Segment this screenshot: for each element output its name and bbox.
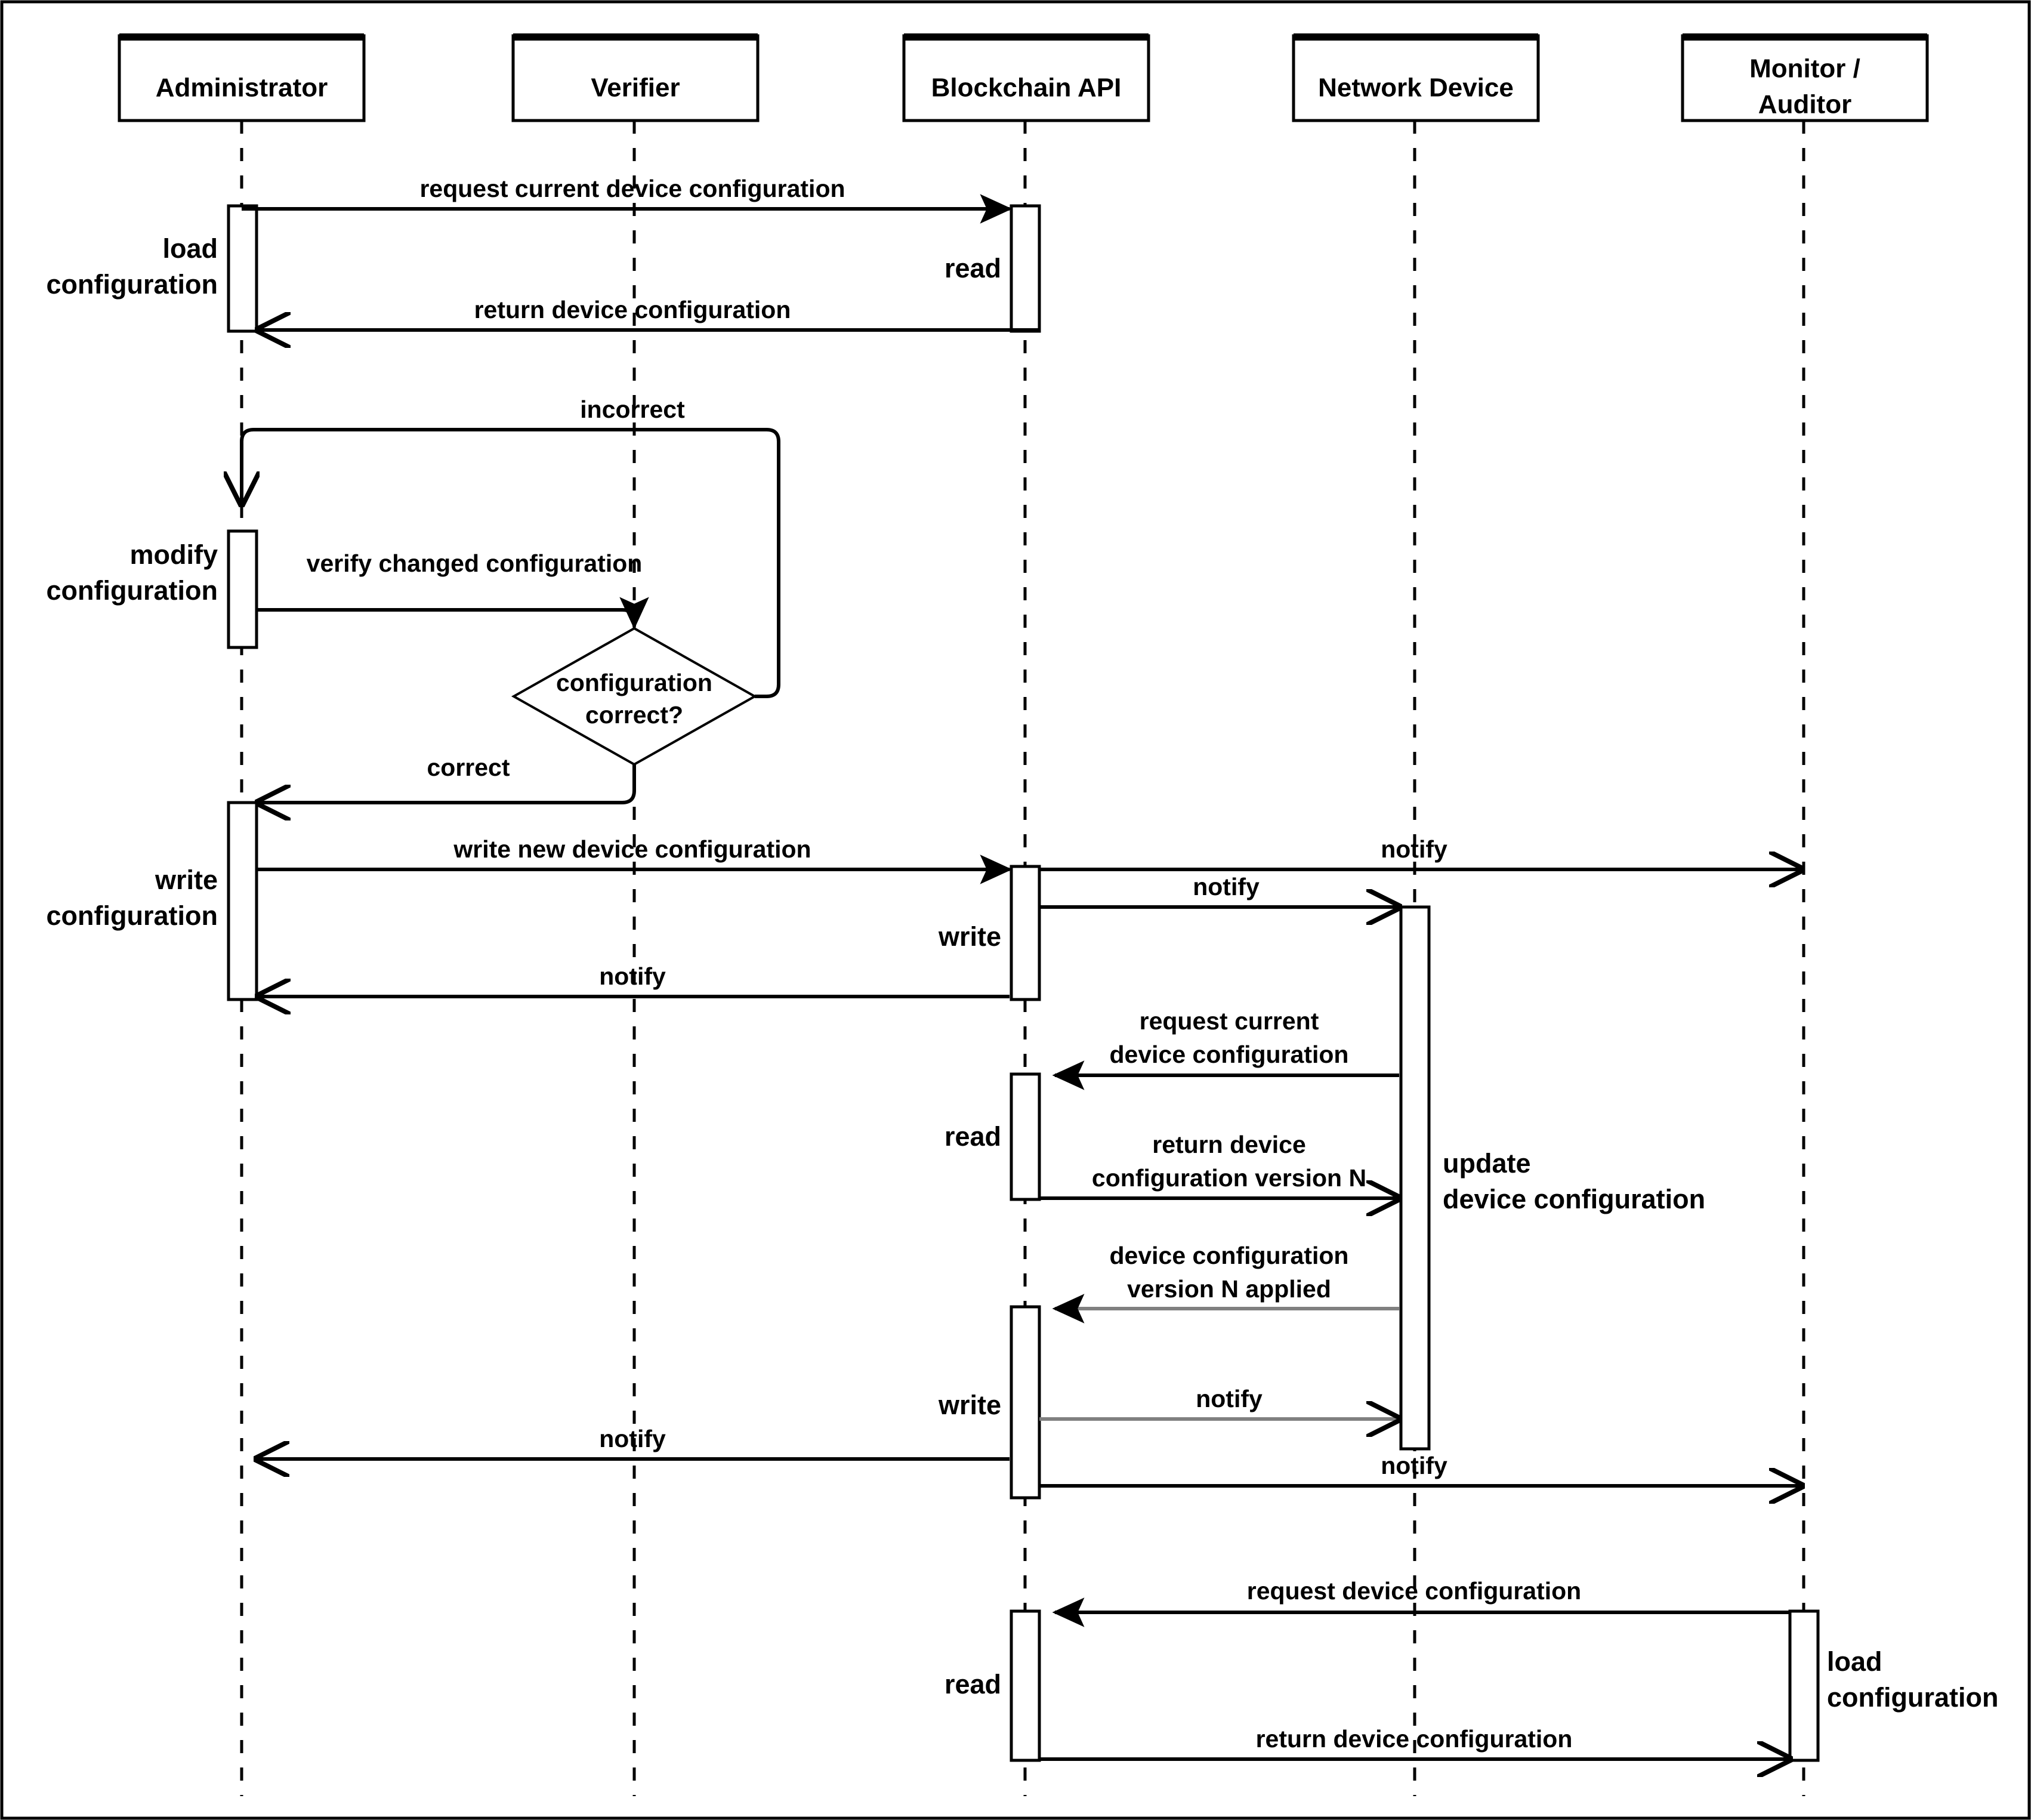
message-arrow-m5[interactable] [258, 764, 636, 803]
message-label-m2: return device configuration [474, 296, 791, 323]
message-label-m11-line1: return device [1152, 1131, 1306, 1158]
lifeline-label-monitor-auditor-line2: Auditor [1758, 90, 1851, 119]
activation-blockchain-write-2[interactable] [1010, 1305, 1041, 1500]
message-label-m7: notify [1381, 835, 1447, 863]
activation-administrator-load[interactable] [227, 204, 258, 333]
activation-label-load-configuration-line1: load [162, 233, 218, 264]
message-label-m8: notify [1193, 873, 1260, 900]
lifeline-header-blockchain-api[interactable]: Blockchain API [902, 33, 1150, 122]
message-label-m10-line1: request current [1140, 1007, 1319, 1035]
activation-label-write-configuration-line2: configuration [47, 900, 218, 931]
message-label-m15: notify [1381, 1452, 1447, 1479]
message-label-m17: return device configuration [1256, 1725, 1573, 1753]
message-label-m14: notify [599, 1425, 666, 1452]
activation-blockchain-write-1[interactable] [1010, 865, 1041, 1001]
lifeline-label-verifier: Verifier [591, 73, 680, 103]
message-label-m10-line2: device configuration [1110, 1041, 1349, 1068]
lifeline-header-monitor-auditor[interactable]: Monitor / Auditor [1681, 33, 1929, 122]
message-label-m13: notify [1196, 1385, 1263, 1412]
activation-label-read-3: read [944, 1669, 1001, 1699]
message-label-m5: correct [427, 754, 510, 781]
activation-label-auditor-load-line1: load [1827, 1646, 1882, 1677]
message-arrow-m4[interactable] [257, 597, 649, 630]
lifeline-label-network-device: Network Device [1318, 73, 1514, 103]
activation-label-read-1: read [944, 253, 1001, 283]
lifeline-header-administrator[interactable]: Administrator [118, 33, 366, 122]
activation-label-update-device-configuration-line1: update [1443, 1148, 1531, 1179]
decision-label-line2: correct? [585, 701, 683, 729]
activation-label-write-1: write [938, 921, 1001, 952]
message-label-m12-line1: device configuration [1110, 1242, 1349, 1269]
message-label-m1: request current device configuration [419, 175, 845, 202]
activation-label-read-2: read [944, 1121, 1001, 1152]
activation-label-write-2: write [938, 1390, 1001, 1420]
message-label-m16: request device configuration [1247, 1577, 1581, 1605]
activation-label-modify-configuration-line1: modify [129, 539, 218, 570]
activation-blockchain-read-1[interactable] [1010, 204, 1041, 333]
message-label-m3: incorrect [580, 396, 685, 423]
activation-label-modify-configuration-line2: configuration [47, 575, 218, 606]
message-label-m11-line2: configuration version N [1092, 1164, 1366, 1192]
lifeline-label-administrator: Administrator [156, 73, 328, 103]
activation-blockchain-read-2[interactable] [1010, 1072, 1041, 1201]
message-label-m12-line2: version N applied [1127, 1275, 1331, 1303]
activation-label-update-device-configuration-line2: device configuration [1443, 1184, 1705, 1214]
message-label-m9: notify [599, 963, 666, 990]
lifeline-header-verifier[interactable]: Verifier [511, 33, 760, 122]
lifeline-header-network-device[interactable]: Network Device [1292, 33, 1540, 122]
decision-label-line1: configuration [556, 669, 712, 696]
activation-monitor-auditor-load[interactable] [1788, 1609, 1820, 1762]
activation-administrator-write[interactable] [227, 801, 258, 1001]
message-label-m6: write new device configuration [453, 835, 811, 863]
lifeline-label-monitor-auditor-line1: Monitor / [1749, 54, 1860, 84]
activation-administrator-modify[interactable] [227, 529, 258, 649]
activation-blockchain-read-3[interactable] [1010, 1609, 1041, 1762]
activation-label-load-configuration-line2: configuration [47, 269, 218, 300]
loop-arrow-incorrect[interactable] [242, 428, 780, 698]
message-label-m4: verify changed configuration [307, 550, 643, 577]
activation-network-device-update[interactable] [1399, 905, 1431, 1451]
activation-label-write-configuration-line1: write [155, 865, 218, 895]
activation-label-auditor-load-line2: configuration [1827, 1682, 1998, 1713]
decision-node-configuration-correct[interactable]: configuration correct? [511, 627, 758, 766]
lifeline-label-blockchain-api: Blockchain API [931, 73, 1122, 103]
